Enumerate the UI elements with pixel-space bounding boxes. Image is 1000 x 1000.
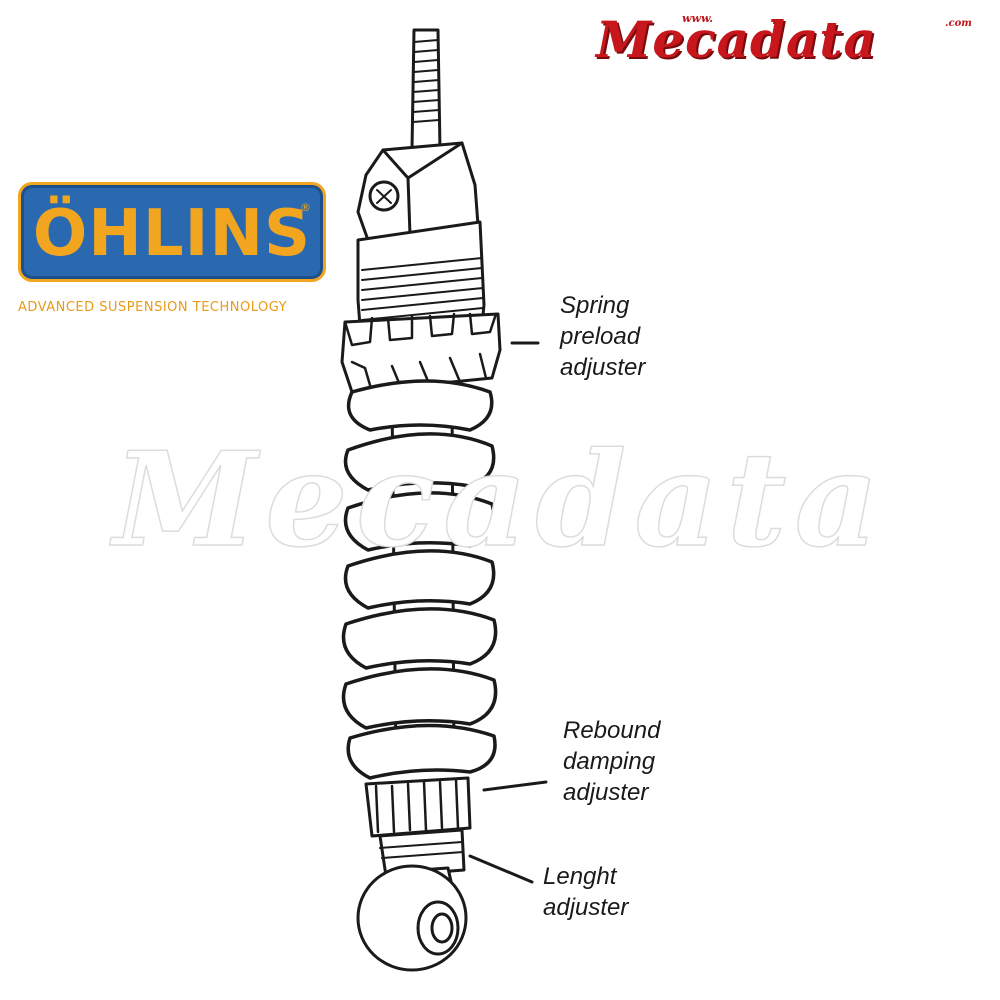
callout-line: adjuster <box>543 894 629 921</box>
length-adjuster-label: Lenght adjuster <box>543 861 628 923</box>
rebound-adjuster <box>364 776 472 838</box>
mecadata-logo-text: Mecadata <box>596 10 877 69</box>
ohlins-logo: ÖHLINS ® <box>18 182 326 282</box>
spring-preload-label: Spring preload adjuster <box>560 290 645 383</box>
ohlins-registered-mark: ® <box>300 201 311 214</box>
callout-line: adjuster <box>563 779 649 806</box>
top-mount <box>356 141 480 242</box>
rebound-damping-label: Rebound damping adjuster <box>563 715 660 808</box>
ohlins-logo-text: ÖHLINS <box>32 197 312 271</box>
threaded-stud <box>410 28 442 152</box>
ohlins-tagline: ADVANCED SUSPENSION TECHNOLOGY <box>18 300 288 315</box>
preload-adjuster-ring <box>340 312 502 394</box>
callout-line: adjuster <box>560 354 646 381</box>
mecadata-logo: www. Mecadata .com <box>590 6 990 69</box>
mecadata-url-prefix: www. <box>682 12 714 25</box>
callout-line: damping <box>563 748 656 775</box>
length-adjuster <box>378 828 466 878</box>
bottom-eye-mount <box>356 864 468 972</box>
rebound-leader-line <box>482 780 548 792</box>
callout-line: Spring <box>560 292 630 319</box>
coil-spring <box>341 379 498 780</box>
length-leader-line <box>468 854 534 884</box>
mecadata-url-suffix: .com <box>945 18 972 29</box>
callout-line: preload <box>560 323 641 350</box>
callout-line: Rebound <box>563 717 661 744</box>
callout-line: Lenght <box>543 863 617 890</box>
mecadata-watermark: Mecadata <box>113 423 887 576</box>
